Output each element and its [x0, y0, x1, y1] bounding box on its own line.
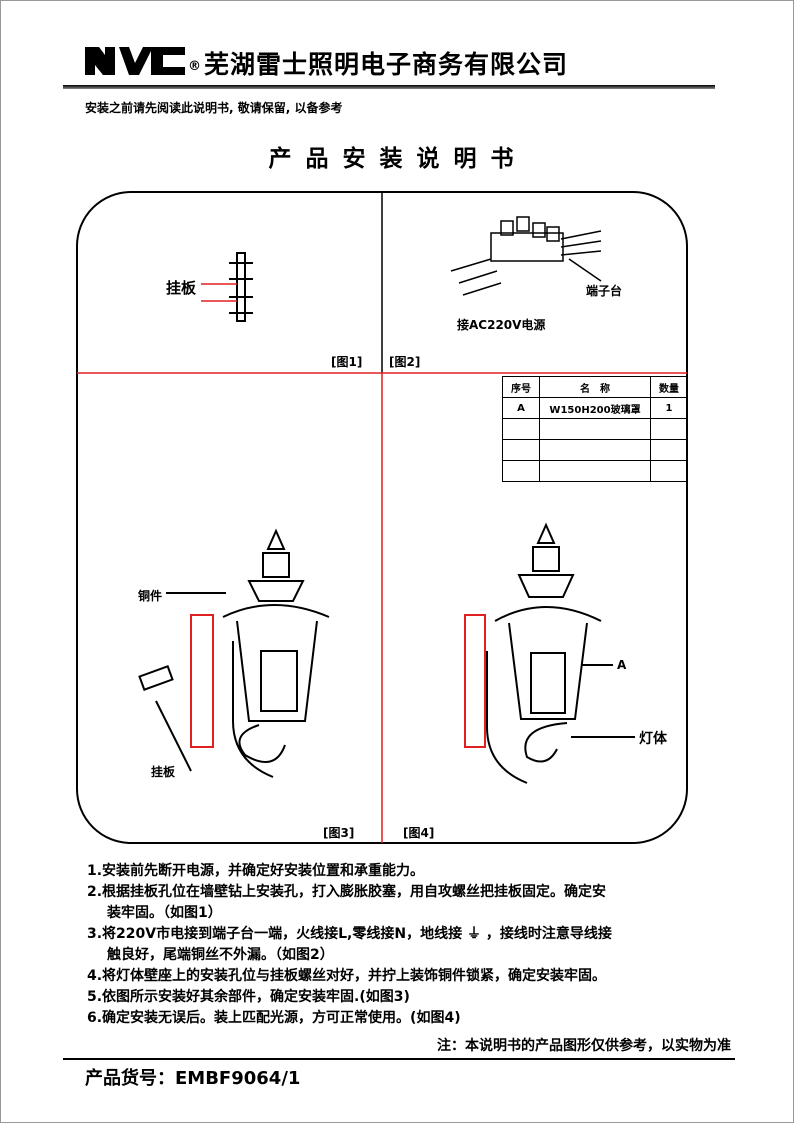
instruction-step: 2.根据挂板孔位在墙壁钻上安装孔，打入膨胀胶塞，用自攻螺丝把挂板固定。确定安: [87, 884, 607, 900]
instruction-step: 5.依图所示安装好其余部件，确定安装牢固.(如图3): [87, 989, 410, 1005]
disclaimer-note: 注：本说明书的产品图形仅供参考，以实物为准: [437, 1038, 731, 1054]
footer-rule: [63, 1058, 735, 1060]
page-title: 产品安装说明书: [268, 146, 528, 172]
fig3-caption: [图3]: [323, 826, 355, 840]
instruction-step: 4.将灯体壁座上的安装孔位与挂板螺丝对好，并拧上装饰铜件锁紧，确定安装牢固。: [87, 968, 607, 984]
instruction-step-cont: 装牢固。（如图1）: [107, 905, 222, 921]
table-row: [502, 460, 688, 482]
terminal-block-drawing: [450, 216, 602, 296]
registered-mark: ®: [188, 59, 201, 74]
lamp-drawing-fig3: [138, 528, 330, 778]
col-header-qty: 数量: [650, 376, 688, 398]
fig4-body-label: 灯体: [639, 731, 667, 747]
fig4-a-label: A: [617, 658, 627, 672]
instruction-step: 1.安装前先断开电源，并确定好安装位置和承重能力。: [87, 863, 425, 879]
instruction-list: 1.安装前先断开电源，并确定好安装位置和承重能力。 2.根据挂板孔位在墙壁钻上安…: [87, 861, 612, 1029]
fig1-plate-label: 挂板: [166, 279, 197, 297]
fig2-power-label: 接AC220V电源: [457, 318, 546, 332]
fig2-terminal-label: 端子台: [586, 284, 623, 298]
fig3-copper-label: 铜件: [138, 589, 163, 603]
company-name: 芜湖雷士照明电子商务有限公司: [204, 50, 569, 79]
fig4-caption: [图4]: [403, 826, 435, 840]
nvc-logo: [85, 47, 185, 75]
instruction-step: 6.确定安装无误后。装上匹配光源，方可正常使用。(如图4): [87, 1010, 461, 1026]
fig2-caption: [图2]: [389, 355, 421, 369]
product-sku: 产品货号：EMBF9064/1: [85, 1068, 301, 1089]
table-row: [502, 418, 688, 440]
col-header-index: 序号: [502, 376, 540, 398]
instruction-step: 3.将220V市电接到端子台一端，火线接L,零线接N，地线接 ⏚ ，接线时注意导…: [87, 926, 612, 942]
fig1-caption: [图1]: [331, 355, 363, 369]
read-notice: 安装之前请先阅读此说明书, 敬请保留, 以备参考: [85, 101, 343, 115]
fig3-plate-label: 挂板: [151, 765, 176, 779]
mounting-plate-drawing: [201, 252, 253, 322]
table-row: [502, 439, 688, 461]
lamp-drawing-fig4: [464, 522, 635, 784]
col-header-name: 名 称: [539, 376, 651, 398]
instruction-step-cont: 触良好，尾端铜丝不外漏。（如图2）: [107, 947, 334, 963]
header-rule: [63, 85, 715, 89]
